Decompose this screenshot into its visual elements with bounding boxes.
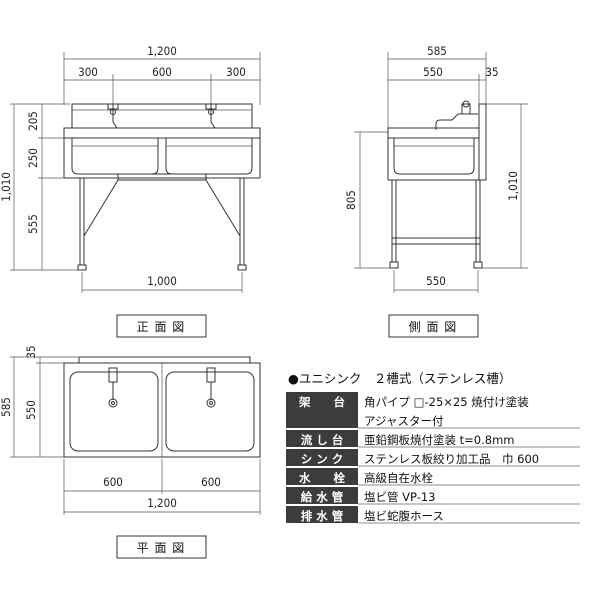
front-dim-1010: 1,010 <box>0 172 13 202</box>
plan-dim-left-600: 600 <box>103 475 123 489</box>
front-dim-205: 205 <box>26 111 40 131</box>
front-dim-250: 250 <box>26 148 40 168</box>
side-dim-805: 805 <box>344 190 358 210</box>
spec-key: 水 栓 <box>299 471 345 485</box>
spec-key-cell <box>286 392 358 428</box>
front-dim-total-width: 1,200 <box>147 44 177 58</box>
side-dim-1010: 1,010 <box>506 171 520 201</box>
plan-dim-550: 550 <box>24 400 38 420</box>
plan-view-label: 平 面 図 <box>137 541 186 555</box>
side-view-label: 側 面 図 <box>409 320 458 334</box>
spec-value: アジャスター付 <box>364 414 443 428</box>
spec-key-cell <box>286 506 358 523</box>
plan-faucet-right <box>206 367 216 408</box>
spec-value: 塩ビ管 VP-13 <box>364 490 436 504</box>
front-dim-mid-seg: 600 <box>152 65 172 79</box>
spec-value: 高級自在水栓 <box>364 471 433 485</box>
side-dim-depth-550-bottom: 550 <box>426 274 446 288</box>
side-dim-total-depth: 585 <box>427 44 447 58</box>
front-faucet-right <box>205 103 217 129</box>
plan-faucet-left <box>108 367 118 408</box>
spec-value: 角パイプ □-25×25 焼付け塗装 <box>364 395 529 409</box>
plan-dim-total-1200: 1,200 <box>147 496 177 510</box>
spec-key: 架 台 <box>298 395 345 409</box>
side-faucet <box>435 100 478 130</box>
spec-key: 給 水 管 <box>301 490 344 504</box>
spec-key-cell <box>286 468 358 485</box>
spec-key: 排 水 管 <box>301 509 344 523</box>
spec-key-cell <box>286 449 358 466</box>
front-dim-555: 555 <box>26 214 40 234</box>
front-view: 1,200 300 600 300 205 250 555 1,010 <box>0 44 261 338</box>
spec-value: 塩ビ蛇腹ホース <box>364 509 444 523</box>
spec-value: ステンレス板絞り加工品 巾 600 <box>364 452 539 466</box>
plan-dim-585: 585 <box>0 397 13 417</box>
spec-key-cell <box>286 487 358 504</box>
front-dim-right-seg: 300 <box>226 65 246 79</box>
plan-view: 35 585 550 600 600 1,200 平 面 図 <box>0 345 261 559</box>
spec-key: シ ン ク <box>301 452 344 466</box>
spec-value: 亜鉛鋼板焼付塗装 t=0.8mm <box>364 433 515 447</box>
side-dim-back-35: 35 <box>485 65 498 79</box>
spec-key-cell <box>286 430 358 447</box>
front-dim-left-seg: 300 <box>78 65 98 79</box>
front-view-label: 正 面 図 <box>137 320 186 334</box>
front-dim-bottom-width: 1,000 <box>147 274 177 288</box>
plan-dim-35: 35 <box>24 345 38 358</box>
side-view: 585 550 35 805 <box>344 44 528 338</box>
spec-table: ●ユニシンク ２槽式（ステンレス槽） 架 台 角パイプ □-25×25 焼付け塗装… <box>286 371 580 524</box>
spec-key: 流 し 台 <box>301 433 344 447</box>
front-faucet-left <box>107 103 119 129</box>
plan-dim-right-600: 600 <box>201 475 221 489</box>
spec-title: ●ユニシンク ２槽式（ステンレス槽） <box>288 371 511 386</box>
side-dim-depth-550-top: 550 <box>423 65 443 79</box>
